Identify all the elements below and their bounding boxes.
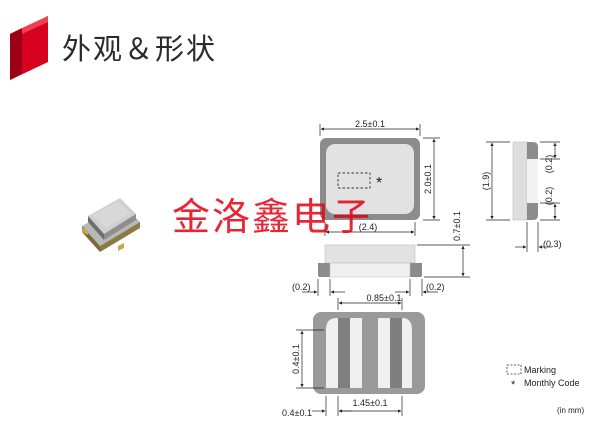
page-title: 外观＆形状 (62, 32, 218, 66)
dim-inner-width: (2.4) (359, 222, 378, 232)
dim-side-pad-b: (0.2) (544, 187, 554, 206)
dim-side-depth: (0.3) (543, 239, 562, 249)
units-note: (in mm) (557, 406, 584, 415)
legend-monthly-symbol: * (511, 379, 516, 391)
dim-pad-gap: 0.85±0.1 (367, 293, 402, 303)
bottom-view (313, 312, 425, 394)
dim-side-pad-a: (0.2) (544, 155, 554, 174)
marking-box (337, 172, 371, 189)
section-header: 外观＆形状 (0, 0, 609, 90)
legend-marking-label: Marking (524, 365, 556, 375)
product-photo (82, 198, 140, 252)
dim-pad-pitch: 1.45±0.1 (353, 398, 388, 408)
legend-monthly-label: Monthly Code (524, 378, 580, 388)
monthly-code-symbol: * (376, 175, 382, 192)
legend-marking-swatch (506, 364, 522, 375)
dim-front-left: (0.2) (292, 282, 311, 292)
dim-top-height: 2.0±0.1 (423, 164, 433, 194)
header-logo-mark (10, 16, 48, 80)
dim-side-height: (1.9) (481, 172, 491, 191)
watermark-text: 金洛鑫电子 (172, 195, 373, 239)
dim-pad-width: 0.4±0.1 (282, 408, 312, 418)
dim-top-width: 2.5±0.1 (355, 119, 385, 129)
front-view (318, 244, 422, 278)
dim-front-right: (0.2) (426, 282, 445, 292)
top-view: * (320, 138, 420, 220)
dim-pad-height: 0.4±0.1 (291, 344, 301, 374)
side-view (512, 141, 538, 221)
legend: Marking * Monthly Code (in mm) (506, 364, 584, 415)
dim-thickness: 0.7±0.1 (452, 211, 462, 241)
